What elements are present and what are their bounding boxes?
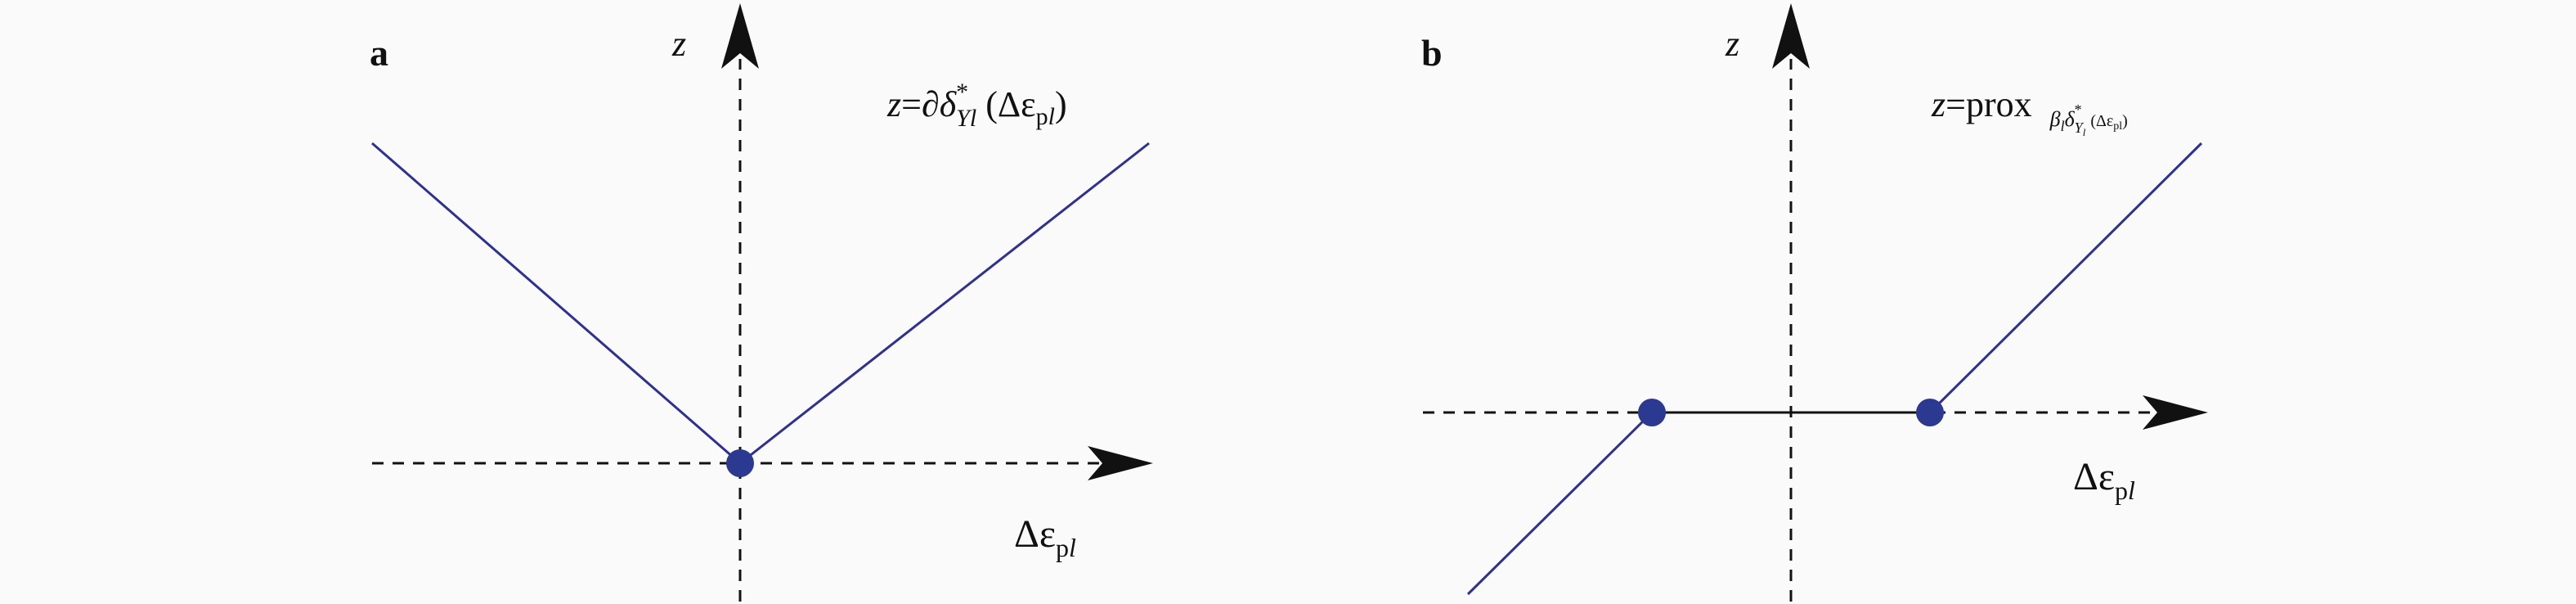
panel-b-curve-label-op: prox [1966,84,2032,124]
panel-b-curve-label-delta-sub-sub: l [2083,126,2086,138]
panel-b-x-label-symbol: Δε [2073,455,2115,498]
panel-a-curve-label-arg: Δε [998,84,1036,124]
panel-a-z-axis-arrowhead [721,3,759,69]
panel-a-curve-label-eq: = [901,84,922,124]
panel-a-curve-label-star: * [956,79,968,106]
panel-b-letter: b [1421,32,1443,74]
panel-a-curve-label-lhs: z [886,84,901,124]
panel-a-curve [371,142,1150,465]
panel-a-letter: a [370,32,388,74]
panel-a-x-axis-arrowhead [1088,446,1153,480]
panel-b-x-label: Δεpl [2073,455,2135,505]
panel-b-curve-label-arg-sub: pl [2113,120,2122,133]
panel-a-curve-label-arg-sub-l: l [1048,103,1055,130]
panel-a: a z z=∂δ*Yl (Δεpl) Δεpl [370,3,1153,602]
panel-b-right-threshold-dot [1916,399,1944,426]
panel-a-curve-label-subscript: Yl [956,105,976,132]
panel-b-curve-label-star: * [2075,101,2082,118]
panel-b-curve-label-arg: (Δε [2090,112,2113,130]
panel-b-curve-label-beta-sub: l [2061,118,2065,134]
panel-b-curve-label-close: ) [2122,112,2128,130]
panel-b-curve-label-delta-sub: Y [2075,119,2085,136]
panel-b-curve-label-delta: δ [2065,107,2076,131]
panel-b-x-label-sub-l: l [2128,476,2135,505]
panel-a-origin-dot [726,449,754,477]
panel-a-z-label: z [671,24,686,64]
panel-a-x-label: Δεpl [1014,512,1076,562]
panel-b-curve-label-beta: β [2049,107,2061,131]
panel-a-curve-label-delta: δ [940,84,958,124]
panel-b-z-axis-arrowhead [1772,3,1810,69]
panel-b-x-axis-arrowhead [2143,395,2208,430]
panel-a-curve-label-close: ) [1055,84,1067,124]
panel-a-x-label-sub-p: p [1056,533,1069,562]
panel-a-x-label-symbol: Δε [1014,512,1056,556]
panel-a-curve-label-partial: ∂ [922,84,940,124]
panel-a-x-label-sub-l: l [1069,533,1076,562]
panel-b-curve-label-eq: = [1945,84,1966,124]
panel-b-left-branch [1466,411,1654,596]
panel-a-curve-label-arg-sub-p: p [1036,103,1048,130]
panel-a-curve-label-open: ( [976,84,998,124]
panel-b-z-label: z [1725,24,1739,64]
panel-a-curve-label: z=∂δ*Yl (Δεpl) [886,79,1067,132]
panel-b-right-branch [1928,142,2203,414]
panel-b-left-threshold-dot [1638,399,1666,426]
panel-b-x-label-sub-p: p [2115,476,2128,505]
panel-b-curve-label-lhs: z [1931,84,1945,124]
